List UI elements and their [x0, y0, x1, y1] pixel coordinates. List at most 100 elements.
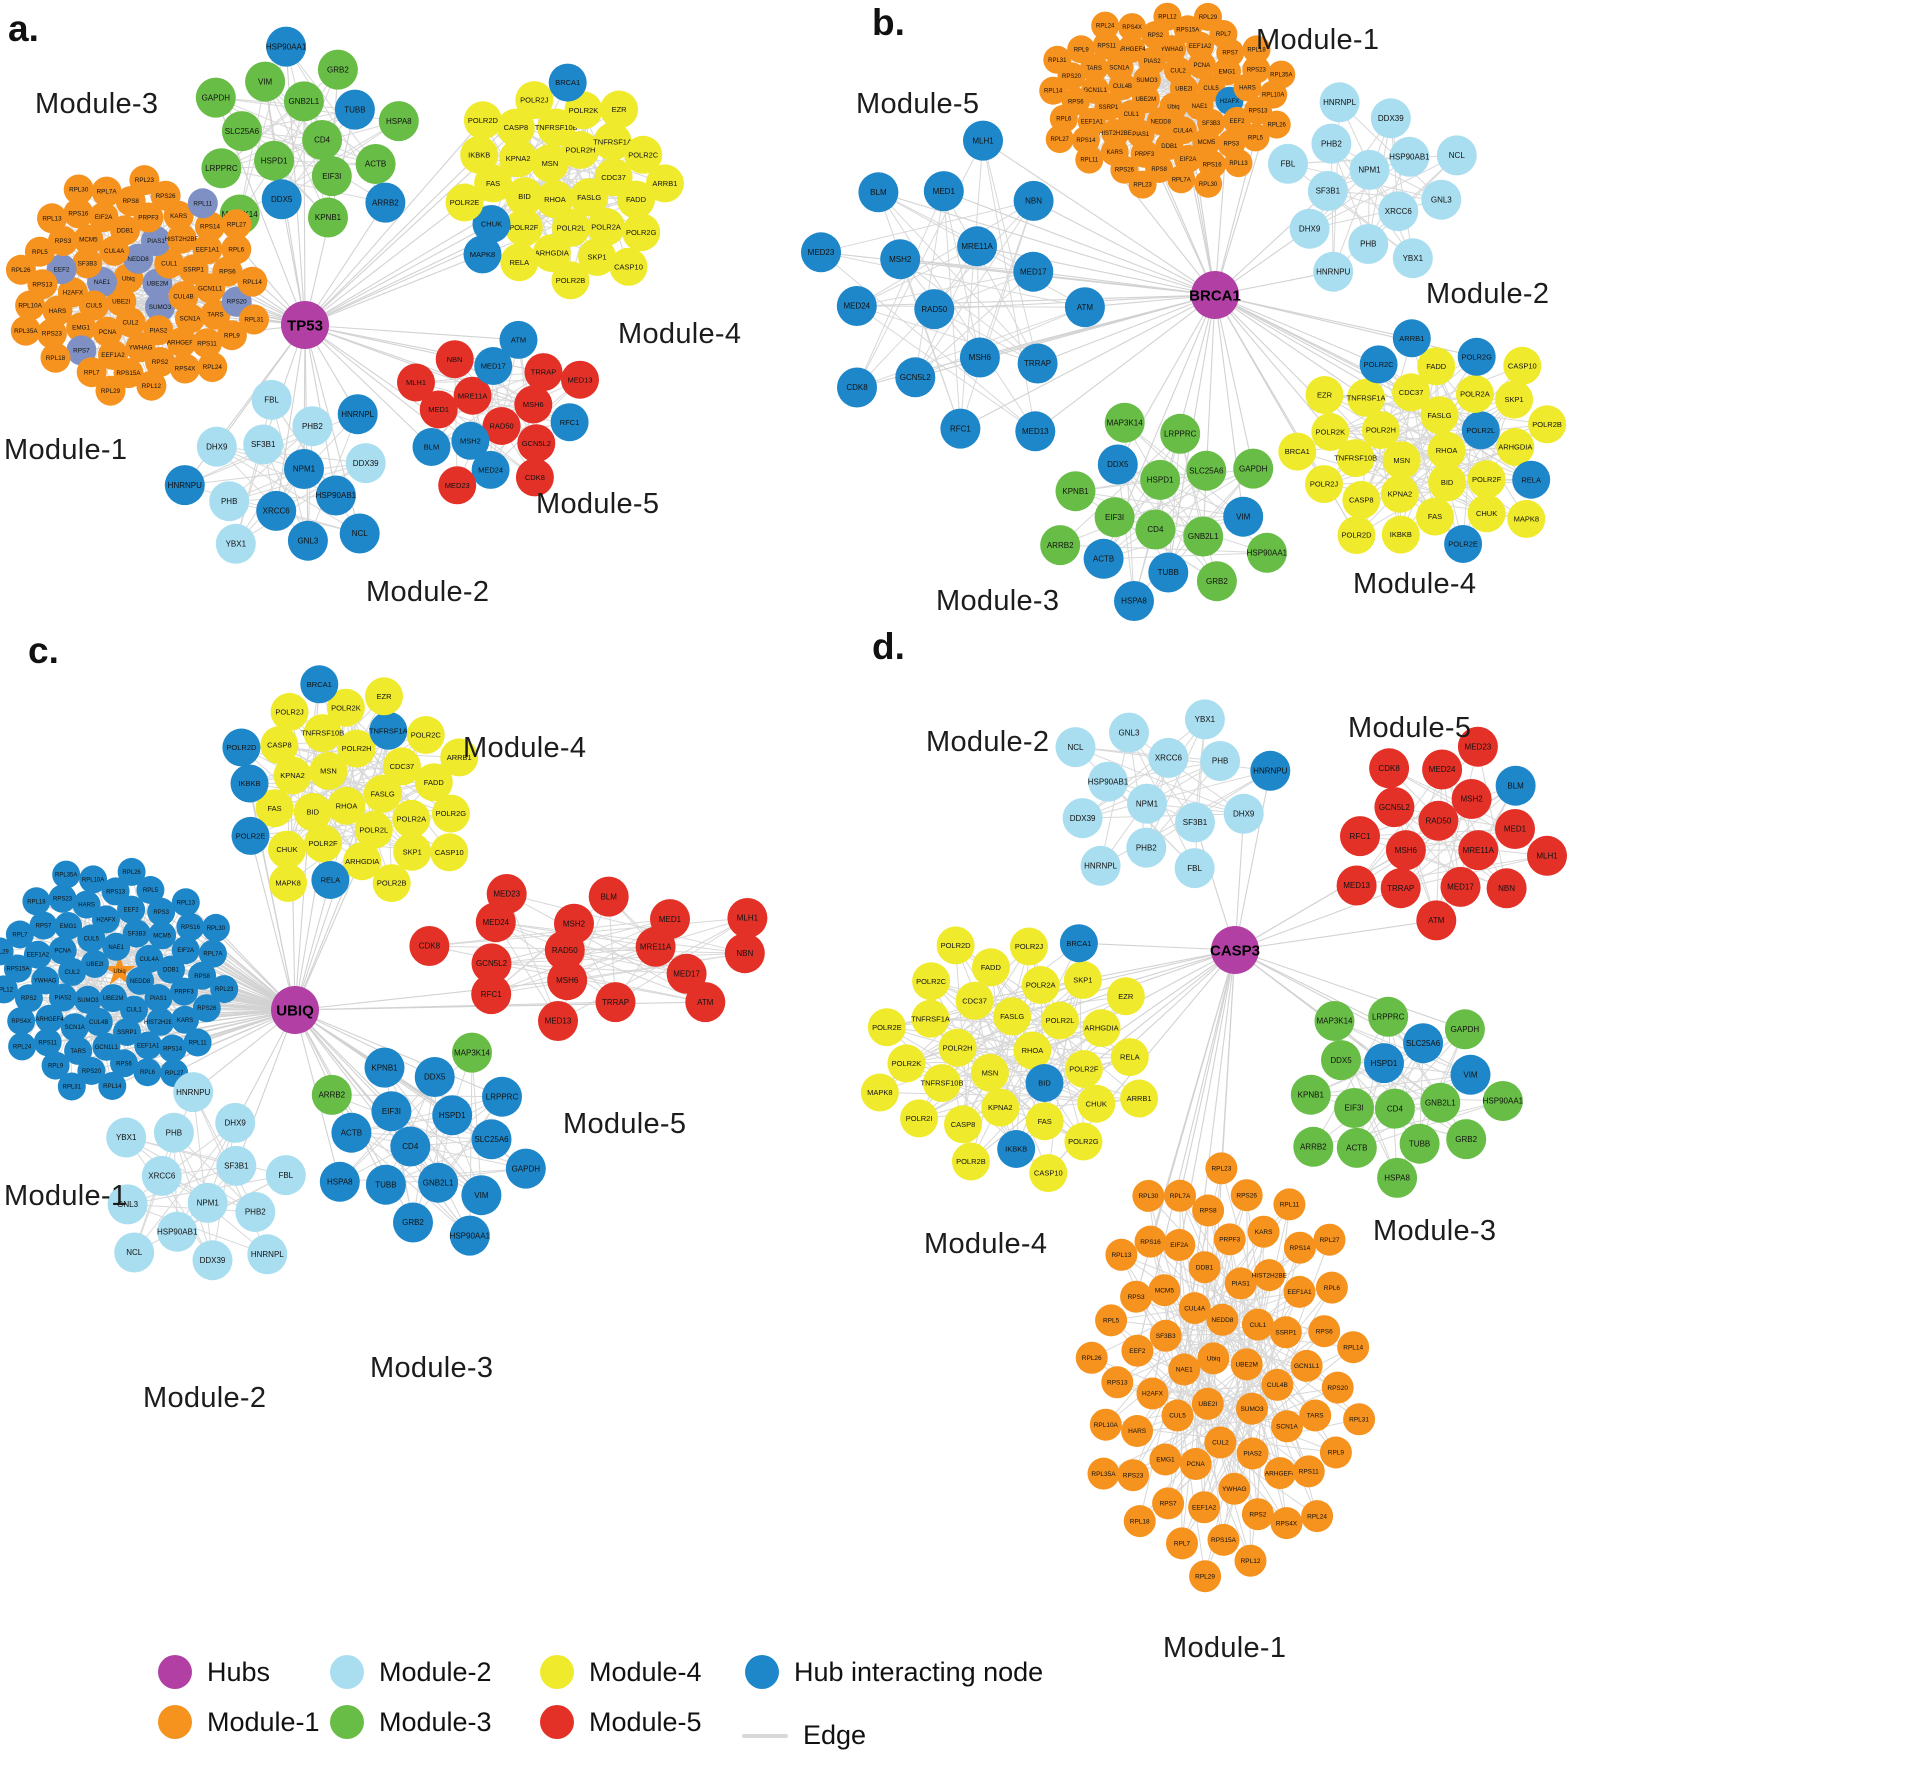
node-d-RPL11: [1273, 1188, 1306, 1221]
node-label-d-EEF2: EEF2: [1129, 1348, 1146, 1355]
node-a-LRPPRC: [201, 148, 242, 189]
node-label-b-PHB: PHB: [1360, 240, 1376, 249]
node-d-SF3B3: [1149, 1319, 1182, 1352]
node-b-EIF3I: [1094, 497, 1135, 538]
node-label-a-ATM: ATM: [511, 335, 526, 344]
node-a-ARRB2: [365, 182, 406, 223]
node-c-NPM1: [187, 1182, 228, 1223]
node-label-b-RPL10A: RPL10A: [1262, 93, 1284, 99]
node-a-RPS26: [150, 180, 181, 211]
node-c-RPL6: [133, 1058, 162, 1087]
node-label-c-MLH1: MLH1: [737, 914, 759, 923]
node-a-RPL26: [5, 254, 36, 285]
node-label-c-CUL5: CUL5: [84, 937, 100, 943]
node-b-MED13: [1015, 411, 1056, 452]
node-label-c-HSP90AB1: HSP90AB1: [157, 1227, 198, 1236]
node-d-PCNA: [1179, 1448, 1212, 1480]
node-d-PRPF3: [1213, 1223, 1246, 1256]
node-b-RPL26: [1262, 110, 1291, 139]
node-label-d-TNFRSF1A: TNFRSF1A: [911, 1014, 950, 1023]
node-b-TUBB: [1148, 552, 1189, 593]
node-d-EEF1A2: [1188, 1491, 1221, 1524]
node-label-d-ACTB: ACTB: [1346, 1144, 1367, 1153]
node-c-TNFRSF1A: [369, 711, 408, 750]
node-a-GCN5L2: [517, 424, 556, 463]
node-label-a-CASP8: CASP8: [504, 123, 529, 132]
node-label-c-RPS4X: RPS4X: [11, 1019, 31, 1025]
node-label-a-RPL9: RPL9: [224, 332, 240, 339]
node-label-d-FADD: FADD: [981, 963, 1002, 972]
node-label-d-BRCA1: BRCA1: [1066, 939, 1091, 948]
node-c-PCNA: [48, 936, 77, 965]
node-label-a-DDX5: DDX5: [271, 195, 293, 204]
node-label-b-RPL9: RPL9: [1074, 47, 1090, 53]
node-label-a-SKP1: SKP1: [588, 253, 607, 262]
node-label-a-CUL2: CUL2: [122, 319, 139, 326]
node-label-d-KPNA2: KPNA2: [988, 1103, 1013, 1112]
node-label-b-RPL5: RPL5: [1248, 135, 1264, 141]
node-c-RPS26: [192, 994, 221, 1023]
module-label-a-2: Module-2: [366, 576, 490, 608]
node-label-b-BRCA1: BRCA1: [1285, 447, 1310, 456]
node-label-a-RPS11: RPS11: [197, 340, 217, 347]
node-d-MSN: [970, 1053, 1009, 1092]
node-a-MLH1: [397, 363, 435, 402]
node-b-MED24: [836, 286, 877, 326]
node-label-b-RPS6: RPS6: [1068, 100, 1084, 106]
node-label-d-RELA: RELA: [1120, 1053, 1140, 1062]
node-label-d-NCL: NCL: [1067, 743, 1084, 752]
node-label-a-RPL5: RPL5: [32, 249, 48, 256]
node-label-b-RPS20: RPS20: [1062, 74, 1082, 80]
node-label-c-UBE2M: UBE2M: [103, 996, 124, 1002]
node-label-d-ARHGDIA: ARHGDIA: [1084, 1024, 1118, 1033]
node-c-TARS: [64, 1036, 93, 1065]
node-a-RPL14: [237, 266, 268, 297]
node-label-b-HIST2H2BE: HIST2H2BE: [1099, 131, 1132, 137]
node-d-ACTB: [1336, 1127, 1377, 1168]
node-label-c-FAS: FAS: [268, 804, 282, 813]
node-label-d-RPS3: RPS3: [1128, 1294, 1145, 1301]
node-label-a-RPL7A: RPL7A: [97, 189, 118, 196]
node-label-c-YBX1: YBX1: [116, 1133, 137, 1142]
node-d-CUL5: [1161, 1399, 1194, 1432]
node-label-b-SUMO3: SUMO3: [1136, 78, 1158, 84]
node-a-FAS: [474, 164, 513, 203]
node-d-RPL14: [1337, 1331, 1370, 1364]
node-label-d-RPL14: RPL14: [1343, 1344, 1363, 1351]
node-d-FADD: [971, 948, 1010, 987]
node-c-POLR2G: [431, 794, 470, 833]
node-b-TNFRSF10B: [1336, 439, 1375, 478]
node-label-c-ATM: ATM: [697, 998, 714, 1007]
node-label-d-RPS15A: RPS15A: [1211, 1537, 1237, 1544]
node-c-MED1: [650, 899, 690, 940]
node-d-RPL5: [1095, 1304, 1128, 1337]
node-label-c-NEDD8: NEDD8: [130, 979, 151, 985]
node-label-d-ARRB1: ARRB1: [1127, 1094, 1152, 1103]
node-label-a-EEF2: EEF2: [54, 266, 70, 273]
node-label-d-DDB1: DDB1: [1196, 1264, 1214, 1271]
node-label-c-RPL5: RPL5: [143, 888, 159, 894]
node-b-TRRAP: [1017, 343, 1058, 384]
node-d-SF3B1: [1175, 802, 1215, 843]
node-b-MSH6: [959, 337, 1000, 378]
node-d-VIM: [1450, 1054, 1491, 1095]
node-label-b-BID: BID: [1441, 478, 1454, 487]
node-label-c-MED23: MED23: [493, 890, 520, 899]
node-label-a-UBE2M: UBE2M: [147, 281, 169, 288]
node-c-SLC25A6: [471, 1119, 512, 1160]
node-c-GCN5L2: [471, 943, 512, 984]
node-label-c-XRCC6: XRCC6: [148, 1172, 176, 1181]
node-a-RHOA: [535, 180, 574, 219]
node-b-RPL12: [1153, 2, 1182, 31]
node-label-c-DDX5: DDX5: [424, 1073, 446, 1082]
node-c-GCN1L1: [92, 1032, 121, 1061]
node-label-d-CDC37: CDC37: [962, 996, 987, 1005]
node-d-POLR2C: [912, 962, 951, 1001]
node-label-d-POLR2L: POLR2L: [1046, 1016, 1075, 1025]
node-c-MSH2: [554, 903, 594, 944]
node-label-b-SF3B3: SF3B3: [1202, 121, 1221, 127]
node-d-HSPD1: [1364, 1043, 1404, 1084]
node-d-TNFRSF10B: [923, 1064, 961, 1103]
node-a-POLR2G: [622, 213, 661, 252]
node-d-RPS26: [1230, 1179, 1263, 1212]
